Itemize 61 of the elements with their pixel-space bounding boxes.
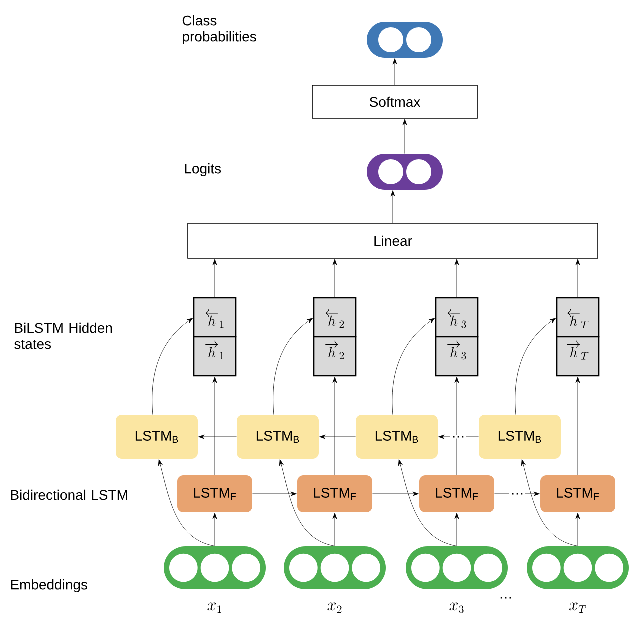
arrow: [372, 492, 419, 496]
arrow: [454, 259, 460, 298]
lstm-cell: LSTM$_{F}$: [420, 476, 494, 512]
row-label: Logits: [185, 163, 222, 177]
input-label: $x_3$: [450, 602, 464, 614]
arrow: [438, 434, 479, 440]
arrow: [198, 434, 237, 440]
arrow: [212, 513, 218, 546]
arrow: [158, 460, 216, 546]
lstm-cell: LSTM$_{B}$: [116, 415, 198, 459]
vector-capsule: [164, 546, 266, 590]
arrow: [576, 259, 580, 298]
arrow: [212, 259, 218, 298]
lstm-cell: LSTM$_{B}$: [479, 415, 561, 459]
lstm-cell: LSTM$_{B}$: [237, 415, 319, 459]
arrow: [398, 460, 458, 546]
hidden-state-box: ${\overleftarrow{h}}_2$ ${\overrightarrow{h}}_2$: [313, 297, 357, 377]
vector-capsule: [406, 546, 508, 590]
arrow: [454, 513, 460, 546]
layer-box: Softmax: [312, 85, 478, 119]
input-label: $x_1$: [208, 602, 222, 614]
arrow: [390, 190, 396, 224]
row-label: Class probabilities: [182, 15, 256, 45]
lstm-cell: LSTM$_{F}$: [178, 476, 252, 512]
arrow: [521, 460, 578, 546]
arrow: [454, 377, 460, 476]
lstm-cell: LSTM$_{F}$: [540, 476, 616, 512]
arrow: [494, 492, 540, 496]
arrow: [273, 318, 314, 415]
hidden-state-box: ${\overleftarrow{h}}_3$ ${\overrightarrow{h}}_3$: [435, 297, 479, 377]
lstm-cell: LSTM$_{F}$: [298, 476, 372, 512]
layer-box: Linear: [188, 223, 598, 259]
row-label: …: [500, 597, 512, 599]
arrow: [320, 434, 356, 440]
arrow: [332, 377, 338, 476]
arrow: [402, 119, 408, 154]
arrow: [252, 492, 297, 496]
arrow: [576, 377, 580, 476]
vector-capsule: [367, 154, 443, 190]
edge-label: …: [510, 492, 526, 496]
vector-capsule: [284, 546, 386, 590]
input-label: $x_T$: [569, 602, 586, 614]
edge-label: …: [450, 435, 466, 439]
vector-capsule: [527, 546, 629, 590]
arrow: [332, 259, 338, 298]
lstm-cell: LSTM$_{B}$: [356, 415, 438, 459]
row-label: Bidirectional LSTM: [11, 490, 128, 500]
arrow: [392, 318, 436, 415]
row-label: Embeddings: [11, 579, 88, 593]
arrow: [576, 513, 580, 546]
vector-capsule: [367, 22, 443, 58]
arrow: [332, 513, 338, 546]
arrow: [279, 460, 336, 546]
arrow: [212, 377, 218, 476]
hidden-state-box: ${\overleftarrow{h}}_T$ ${\overrightarrow{h}}_T$: [556, 297, 600, 377]
row-label: BiLSTM Hidden states: [14, 322, 112, 350]
hidden-state-box: ${\overleftarrow{h}}_1$ ${\overrightarrow{h}}_1$: [193, 297, 237, 377]
arrow: [152, 318, 194, 415]
input-label: $x_2$: [328, 602, 342, 614]
arrow: [515, 318, 556, 415]
arrow: [392, 58, 398, 86]
